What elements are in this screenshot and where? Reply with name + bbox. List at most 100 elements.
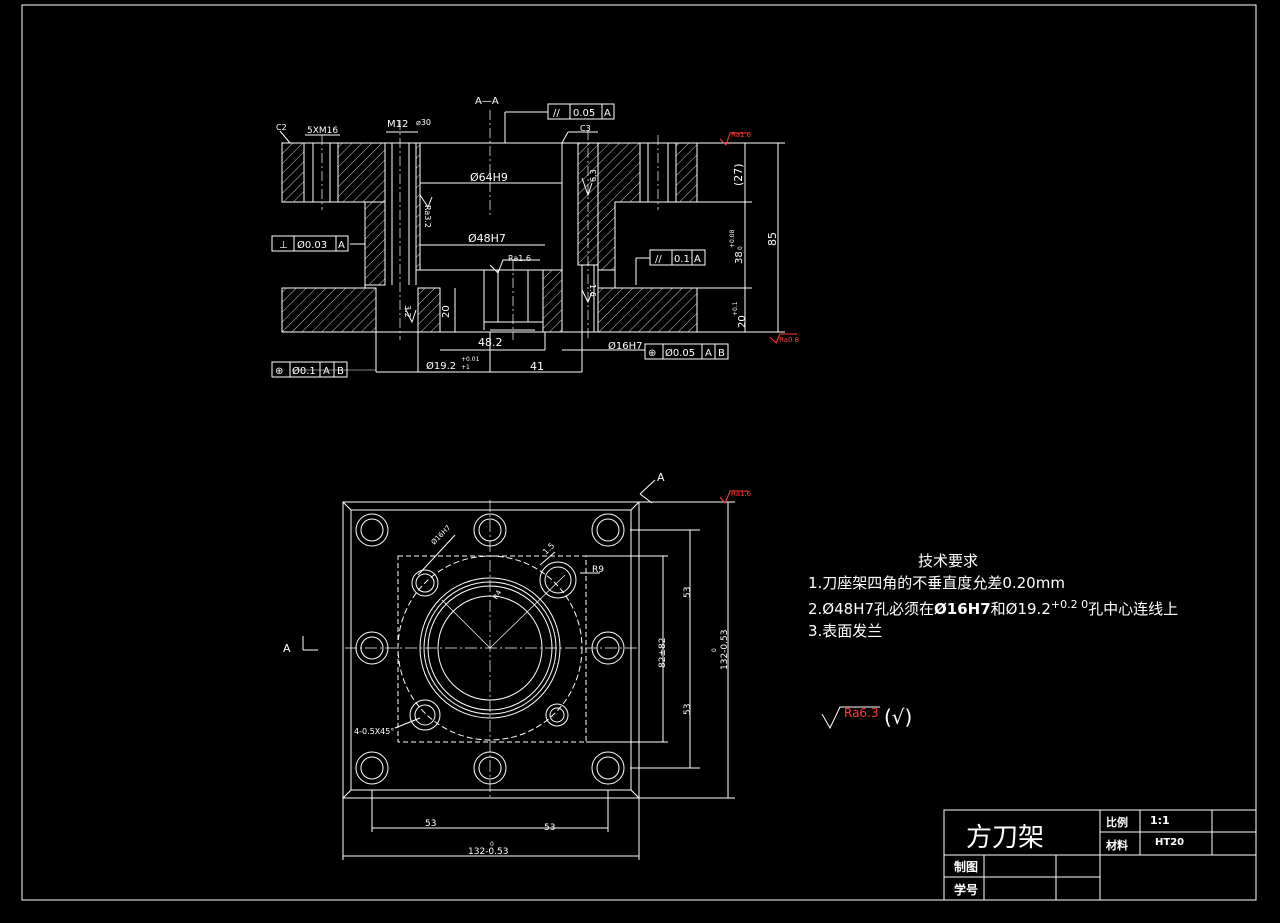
plan-dim-132-h-tol: 0 (490, 841, 494, 848)
tf-parallel-datum: A (604, 108, 611, 119)
dim-41: 41 (530, 360, 544, 373)
tech-item-2-b: Ø16H7 (934, 600, 991, 618)
tf-parallel-symbol: // (553, 108, 560, 119)
rough-16: 1.6 (588, 284, 597, 297)
dim-38: 38 (734, 251, 745, 264)
dim-chamfer-c2: C2 (276, 123, 287, 132)
tf-pos-right-symbol: ⊕ (648, 348, 656, 359)
dim-38-tol-lower: 0 (737, 246, 744, 250)
plan-section-marker-right: A (657, 471, 665, 484)
section-hatch-left-web-b (415, 142, 421, 271)
tech-requirements: 技术要求 1.刀座架四角的不垂直度允差0.20mm 2.Ø48H7孔必须在Ø16… (808, 550, 1178, 642)
dim-thread-5: 5XM16 (307, 126, 338, 136)
section-hatch-bottom-center (542, 269, 563, 333)
tf-parallel-right-value: 0.1 (674, 254, 690, 265)
tf-pos-right-datum1: A (705, 348, 712, 359)
plan-r4: R4 (492, 588, 504, 601)
dim-bore-48: Ø48H7 (468, 232, 506, 245)
general-roughness-check: (√) (884, 705, 912, 729)
section-hatch-left-flange-b (337, 142, 386, 203)
bolt-holes (355, 513, 625, 785)
tf-parallel-value: 0.05 (573, 108, 595, 119)
general-roughness: Ra6.3 (√) (821, 705, 912, 730)
general-roughness-value: Ra6.3 (844, 706, 879, 720)
section-hatch-right-flange (675, 142, 698, 203)
dim-48-2: 48.2 (478, 336, 503, 349)
dim-depth-30: ⌀30 (416, 118, 431, 127)
tech-item-2: 2.Ø48H7孔必须在Ø16H7和Ø19.2+0.2 0孔中心连线上 (808, 594, 1178, 620)
plan-c15: 1.5 (541, 541, 556, 556)
plan-dim-82: 82±82 (658, 638, 668, 668)
section-hatch-left-web (364, 201, 386, 286)
tf-pos-left-value: Ø0.1 (292, 365, 316, 377)
tf-perp-value: Ø0.03 (297, 239, 327, 251)
section-view (271, 103, 797, 378)
part-name: 方刀架 (966, 823, 1045, 853)
ra-32: Ra3.2 (423, 205, 432, 228)
tf-perp-symbol: ⊥ (279, 240, 288, 251)
tech-item-1: 1.刀座架四角的不垂直度允差0.20mm (808, 574, 1065, 592)
dim-chamfer-c3: C3 (580, 124, 591, 133)
dim-bore-64: Ø64H9 (470, 171, 508, 184)
dim-27: (27) (732, 163, 745, 186)
tech-item-2-tol-lower: 0 (1081, 598, 1089, 611)
dim-20-right: 20 (737, 315, 748, 328)
tech-item-2-c: 和Ø19.2 (990, 600, 1051, 618)
plan-dim-53-h-left: 53 (425, 819, 436, 829)
plan-d16h7: Ø16H7 (430, 524, 453, 547)
plan-dim-132-v: 132-0.53 (720, 630, 730, 670)
plan-r9: R9 (592, 565, 604, 575)
dim-20-right-tol: +0.1 (732, 301, 739, 316)
tech-item-2-tol-upper: +0.2 (1050, 598, 1078, 611)
tech-item-2-a: 2.Ø48H7孔必须在 (808, 600, 935, 618)
plan-chamfer: 4-0.5X45° (354, 727, 394, 736)
plan-dim-132-h: 132-0.53 (468, 847, 508, 857)
tf-parallel-right-symbol: // (655, 254, 662, 265)
tf-pos-right-value: Ø0.05 (665, 347, 695, 359)
dim-16h7: Ø16H7 (608, 340, 642, 352)
dim-38-tol-upper: +0.08 (729, 229, 736, 248)
dim-19: Ø19.2 (426, 360, 456, 372)
ra-16: Ra1.6 (508, 254, 531, 263)
tech-item-2-d: 孔中心连线上 (1088, 600, 1179, 618)
tech-item-3: 3.表面发兰 (808, 622, 883, 640)
section-hatch-right-web (597, 142, 641, 271)
red-mark-top: Ra1.6 (731, 131, 752, 139)
dim-19-tol-upper: +0.01 (461, 356, 480, 363)
material-value: HT20 (1155, 837, 1185, 848)
dim-19-tol-lower: +1 (461, 364, 470, 371)
drawing-border (21, 4, 1257, 901)
red-mark-bottom: Ra0.8 (779, 336, 799, 344)
plan-dim-132-v-tol: 0 (711, 648, 718, 652)
tf-pos-left-symbol: ⊕ (275, 366, 283, 377)
plan-outline (342, 501, 640, 799)
plan-section-marker-left: A (283, 642, 291, 655)
tf-parallel-right-datum: A (694, 254, 701, 265)
drawn-label: 制图 (954, 860, 979, 874)
plan-view-text: A A 53 53 132-0.53 0 53 53 82±82 132-0.5… (283, 471, 752, 857)
section-hatch-bottom-right (597, 287, 698, 333)
title-block-grid (943, 809, 1257, 901)
scale-value: 1:1 (1150, 814, 1170, 827)
rough-32: 3.2 (403, 305, 412, 318)
section-view-text: A—A Ø64H9 Ø48H7 5XM16 M12 ⌀30 C2 C3 48.2… (275, 96, 799, 377)
student-no-label: 学号 (954, 883, 979, 897)
dim-85: 85 (766, 232, 779, 246)
section-label: A—A (475, 96, 499, 107)
scale-label: 比例 (1106, 816, 1128, 829)
tf-pos-right-datum2: B (718, 348, 725, 359)
section-hatch-bottom-mid (417, 287, 441, 333)
tech-item-2-tol: +0.2 0 (1051, 598, 1088, 611)
tech-requirements-title: 技术要求 (918, 552, 979, 570)
plan-dim-53-v-bottom: 53 (683, 704, 693, 715)
rough-63: 6.3 (589, 169, 598, 182)
dim-20-left: 20 (441, 305, 452, 318)
plan-view (302, 479, 748, 860)
plan-dim-53-h-right: 53 (544, 823, 555, 833)
section-hatch-left-flange (281, 142, 305, 203)
section-hatch-bottom-left (281, 287, 377, 333)
material-label: 材料 (1106, 839, 1128, 852)
tf-pos-left-datum2: B (337, 366, 344, 377)
tf-pos-left-datum1: A (323, 366, 330, 377)
